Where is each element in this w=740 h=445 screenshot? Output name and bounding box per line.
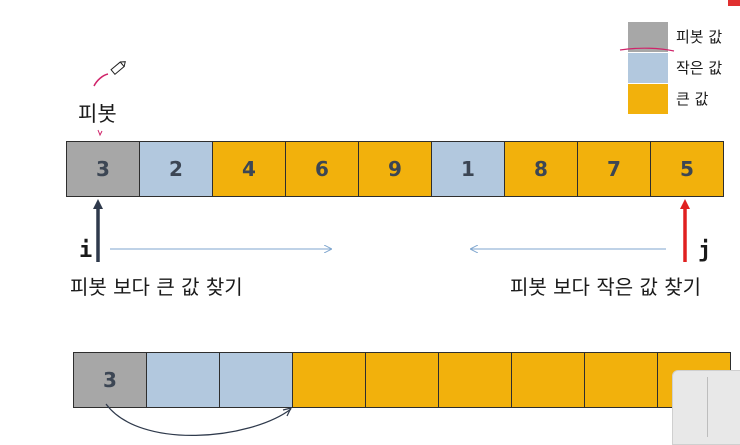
swap-arc-head: [282, 407, 293, 417]
array-bottom-cell: [585, 353, 658, 407]
array-top-cell: 6: [286, 142, 359, 196]
array-bottom-cell: [147, 353, 220, 407]
array-bottom-cell: [512, 353, 585, 407]
pivot-label: 피봇: [78, 102, 117, 126]
array-top-cell: 4: [213, 142, 286, 196]
legend-item-large: 큰 값: [628, 84, 740, 116]
pen-scribble: [93, 73, 109, 87]
array-bottom-cell: [439, 353, 512, 407]
legend-swatch-small: [628, 53, 668, 83]
pointer-j-caption: 피봇 보다 작은 값 찾기: [510, 275, 702, 299]
pointer-i-label: i: [79, 238, 93, 263]
array-top-cell: 2: [140, 142, 213, 196]
array-bottom-cell: [293, 353, 366, 407]
legend-label-large: 큰 값: [676, 90, 709, 108]
pen-icon: [110, 61, 126, 76]
legend-item-small: 작은 값: [628, 53, 740, 85]
array-bottom-cell: 3: [74, 353, 147, 407]
corner-marker: [728, 0, 740, 6]
swap-arc: [105, 403, 292, 436]
legend-swatch-large: [628, 84, 668, 114]
pivot-tick-mark: [97, 129, 103, 137]
array-bottom-cell: [220, 353, 293, 407]
array-top-cell: 8: [505, 142, 578, 196]
pointer-j-label: j: [698, 238, 712, 263]
pointer-i-caption: 피봇 보다 큰 값 찾기: [70, 275, 243, 299]
array-top-cell: 9: [359, 142, 432, 196]
array-top-cell: 1: [432, 142, 505, 196]
array-top: 3 2 4 6 9 1 8 7 5: [66, 141, 724, 197]
array-bottom-cell: [366, 353, 439, 407]
array-top-cell: 7: [578, 142, 651, 196]
scrollbar-thumb[interactable]: [672, 370, 740, 445]
legend-item-pivot: 피봇 값: [628, 22, 740, 54]
legend-scribble: [619, 47, 675, 52]
array-top-cell: 3: [67, 142, 140, 196]
legend-label-pivot: 피봇 값: [676, 28, 723, 46]
array-bottom: 3: [73, 352, 731, 408]
legend-swatch-pivot: [628, 22, 668, 52]
legend-label-small: 작은 값: [676, 59, 723, 77]
array-top-cell: 5: [651, 142, 723, 196]
